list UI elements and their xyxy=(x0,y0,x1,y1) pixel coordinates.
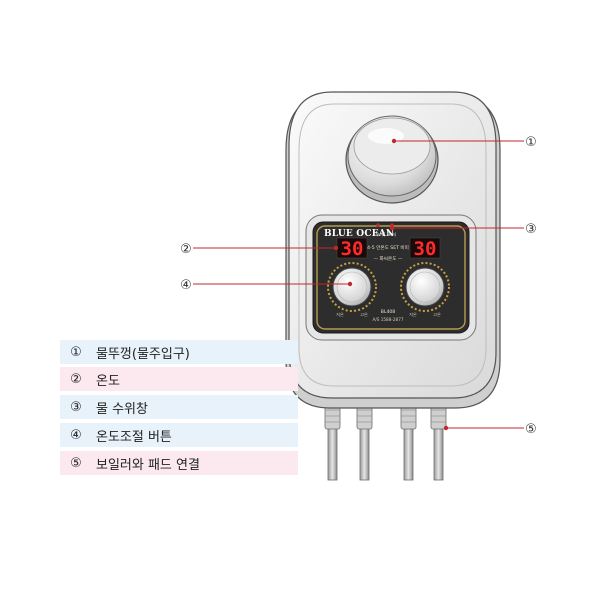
knob-right-low-label: 저온 xyxy=(409,311,417,318)
brand-logo: BLUE OCEAN xyxy=(324,229,394,239)
legend-num-5: ⑤ xyxy=(70,455,82,471)
center-label-1: 4-5 안온도 SET 비미 xyxy=(367,244,409,251)
temp-knob-right[interactable] xyxy=(400,262,450,312)
legend-label-1: 물뚜껑(물주입구) xyxy=(96,346,190,362)
callout-2: ② xyxy=(180,242,192,257)
callout-4: ④ xyxy=(180,278,192,293)
callout-dots xyxy=(333,138,449,431)
water-level-dot-right xyxy=(390,223,394,227)
legend-num-1: ① xyxy=(70,344,82,360)
hose-connectors xyxy=(324,402,447,481)
legend-label-4: 온도조절 버튼 xyxy=(96,429,172,445)
callout-5: ⑤ xyxy=(525,422,537,437)
temp-display-right-value: 30 xyxy=(414,238,437,260)
water-level-label: 수 위 표 시 xyxy=(375,231,396,238)
center-label-2: — 화씨온도 — xyxy=(373,256,402,262)
legend-row-3: ③ 물 수위창 xyxy=(60,395,298,419)
knob-left-high-label: 고온 xyxy=(360,312,368,317)
temp-display-left-value: 30 xyxy=(341,238,364,260)
legend-label-5: 보일러와 패드 연결 xyxy=(96,457,200,473)
temp-knob-left[interactable] xyxy=(327,262,377,312)
legend-row-2: ② 온도 xyxy=(60,367,298,391)
legend-row-4: ④ 온도조절 버튼 xyxy=(60,423,298,447)
water-level-dot-left xyxy=(376,223,380,227)
knob-right-high-label: 고온 xyxy=(433,312,441,317)
knob-left-low-label: 저온 xyxy=(336,311,344,318)
callout-lines xyxy=(193,140,524,429)
callout-1: ① xyxy=(525,135,537,150)
legend-label-3: 물 수위창 xyxy=(96,401,148,417)
temp-display-right xyxy=(409,237,441,259)
legend-row-1: ① 물뚜껑(물주입구) xyxy=(60,340,298,364)
callout-3: ③ xyxy=(525,222,537,237)
as-phone-label: A/S 1588-2877 xyxy=(372,317,403,322)
legend-row-5: ⑤ 보일러와 패드 연결 xyxy=(60,451,298,475)
model-label: BL408 xyxy=(381,309,396,315)
legend-num-3: ③ xyxy=(70,399,82,415)
water-cap xyxy=(345,115,439,204)
legend-num-2: ② xyxy=(70,371,82,387)
legend-label-2: 온도 xyxy=(96,373,120,389)
legend-num-4: ④ xyxy=(70,427,82,443)
